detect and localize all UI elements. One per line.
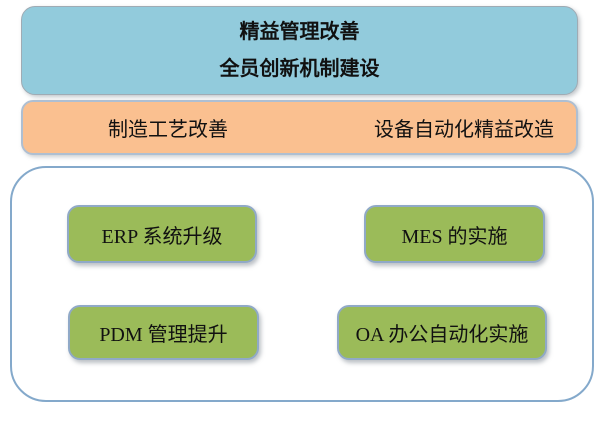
it-box-oa-label: OA 办公自动化实施 (355, 324, 529, 346)
it-systems-panel: ERP 系统升级 MES 的实施 PDM 管理提升 OA 办公自动化实施 (10, 166, 594, 402)
mid-banner-left-label: 制造工艺改善 (108, 119, 228, 141)
top-banner-line1: 精益管理改善 (239, 21, 360, 43)
it-box-oa-automation: OA 办公自动化实施 (337, 305, 547, 360)
mid-banner-right-label: 设备自动化精益改造 (374, 119, 554, 141)
it-box-mes-label: MES 的实施 (401, 225, 508, 248)
top-banner-line2: 全员创新机制建设 (219, 58, 380, 80)
it-box-mes-implementation: MES 的实施 (364, 205, 545, 263)
it-box-erp-label: ERP 系统升级 (101, 225, 223, 248)
it-box-erp-upgrade: ERP 系统升级 (67, 205, 257, 263)
it-box-pdm-label: PDM 管理提升 (99, 324, 228, 346)
top-banner-lean-management: 精益管理改善 全员创新机制建设 (21, 6, 578, 95)
mid-banner-process-improvement: 制造工艺改善 设备自动化精益改造 (21, 100, 578, 155)
it-box-pdm-improvement: PDM 管理提升 (68, 305, 259, 360)
